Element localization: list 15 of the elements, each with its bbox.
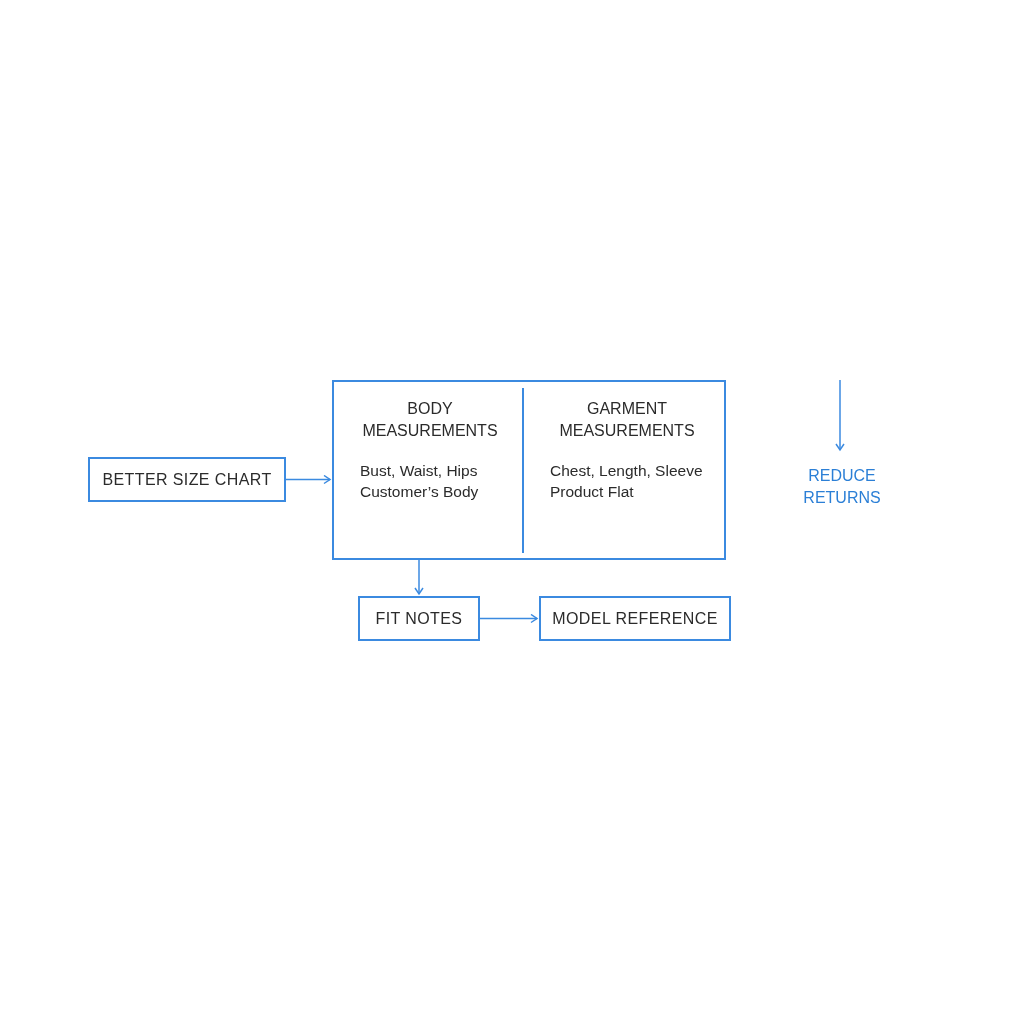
process-box: FIT NOTES bbox=[358, 596, 480, 641]
column-heading: GARMENT MEASUREMENTS bbox=[558, 399, 696, 441]
column-heading: BODY MEASUREMENTS bbox=[361, 399, 499, 441]
arrow bbox=[414, 559, 424, 595]
outcome-label: REDUCE RETURNS bbox=[802, 466, 882, 508]
measurement-text: Customer’s Body bbox=[360, 482, 479, 502]
group-box bbox=[332, 380, 726, 560]
arrow bbox=[479, 613, 538, 624]
measurement-text: Bust, Waist, Hips bbox=[360, 461, 479, 481]
process-box: MODEL REFERENCE bbox=[539, 596, 731, 641]
arrow bbox=[285, 474, 331, 485]
process-box: BETTER SIZE CHART bbox=[88, 457, 286, 502]
arrow bbox=[835, 379, 845, 451]
measurement-text: Chest, Length, Sleeve bbox=[550, 461, 703, 481]
measurement-text: Product Flat bbox=[550, 482, 635, 502]
